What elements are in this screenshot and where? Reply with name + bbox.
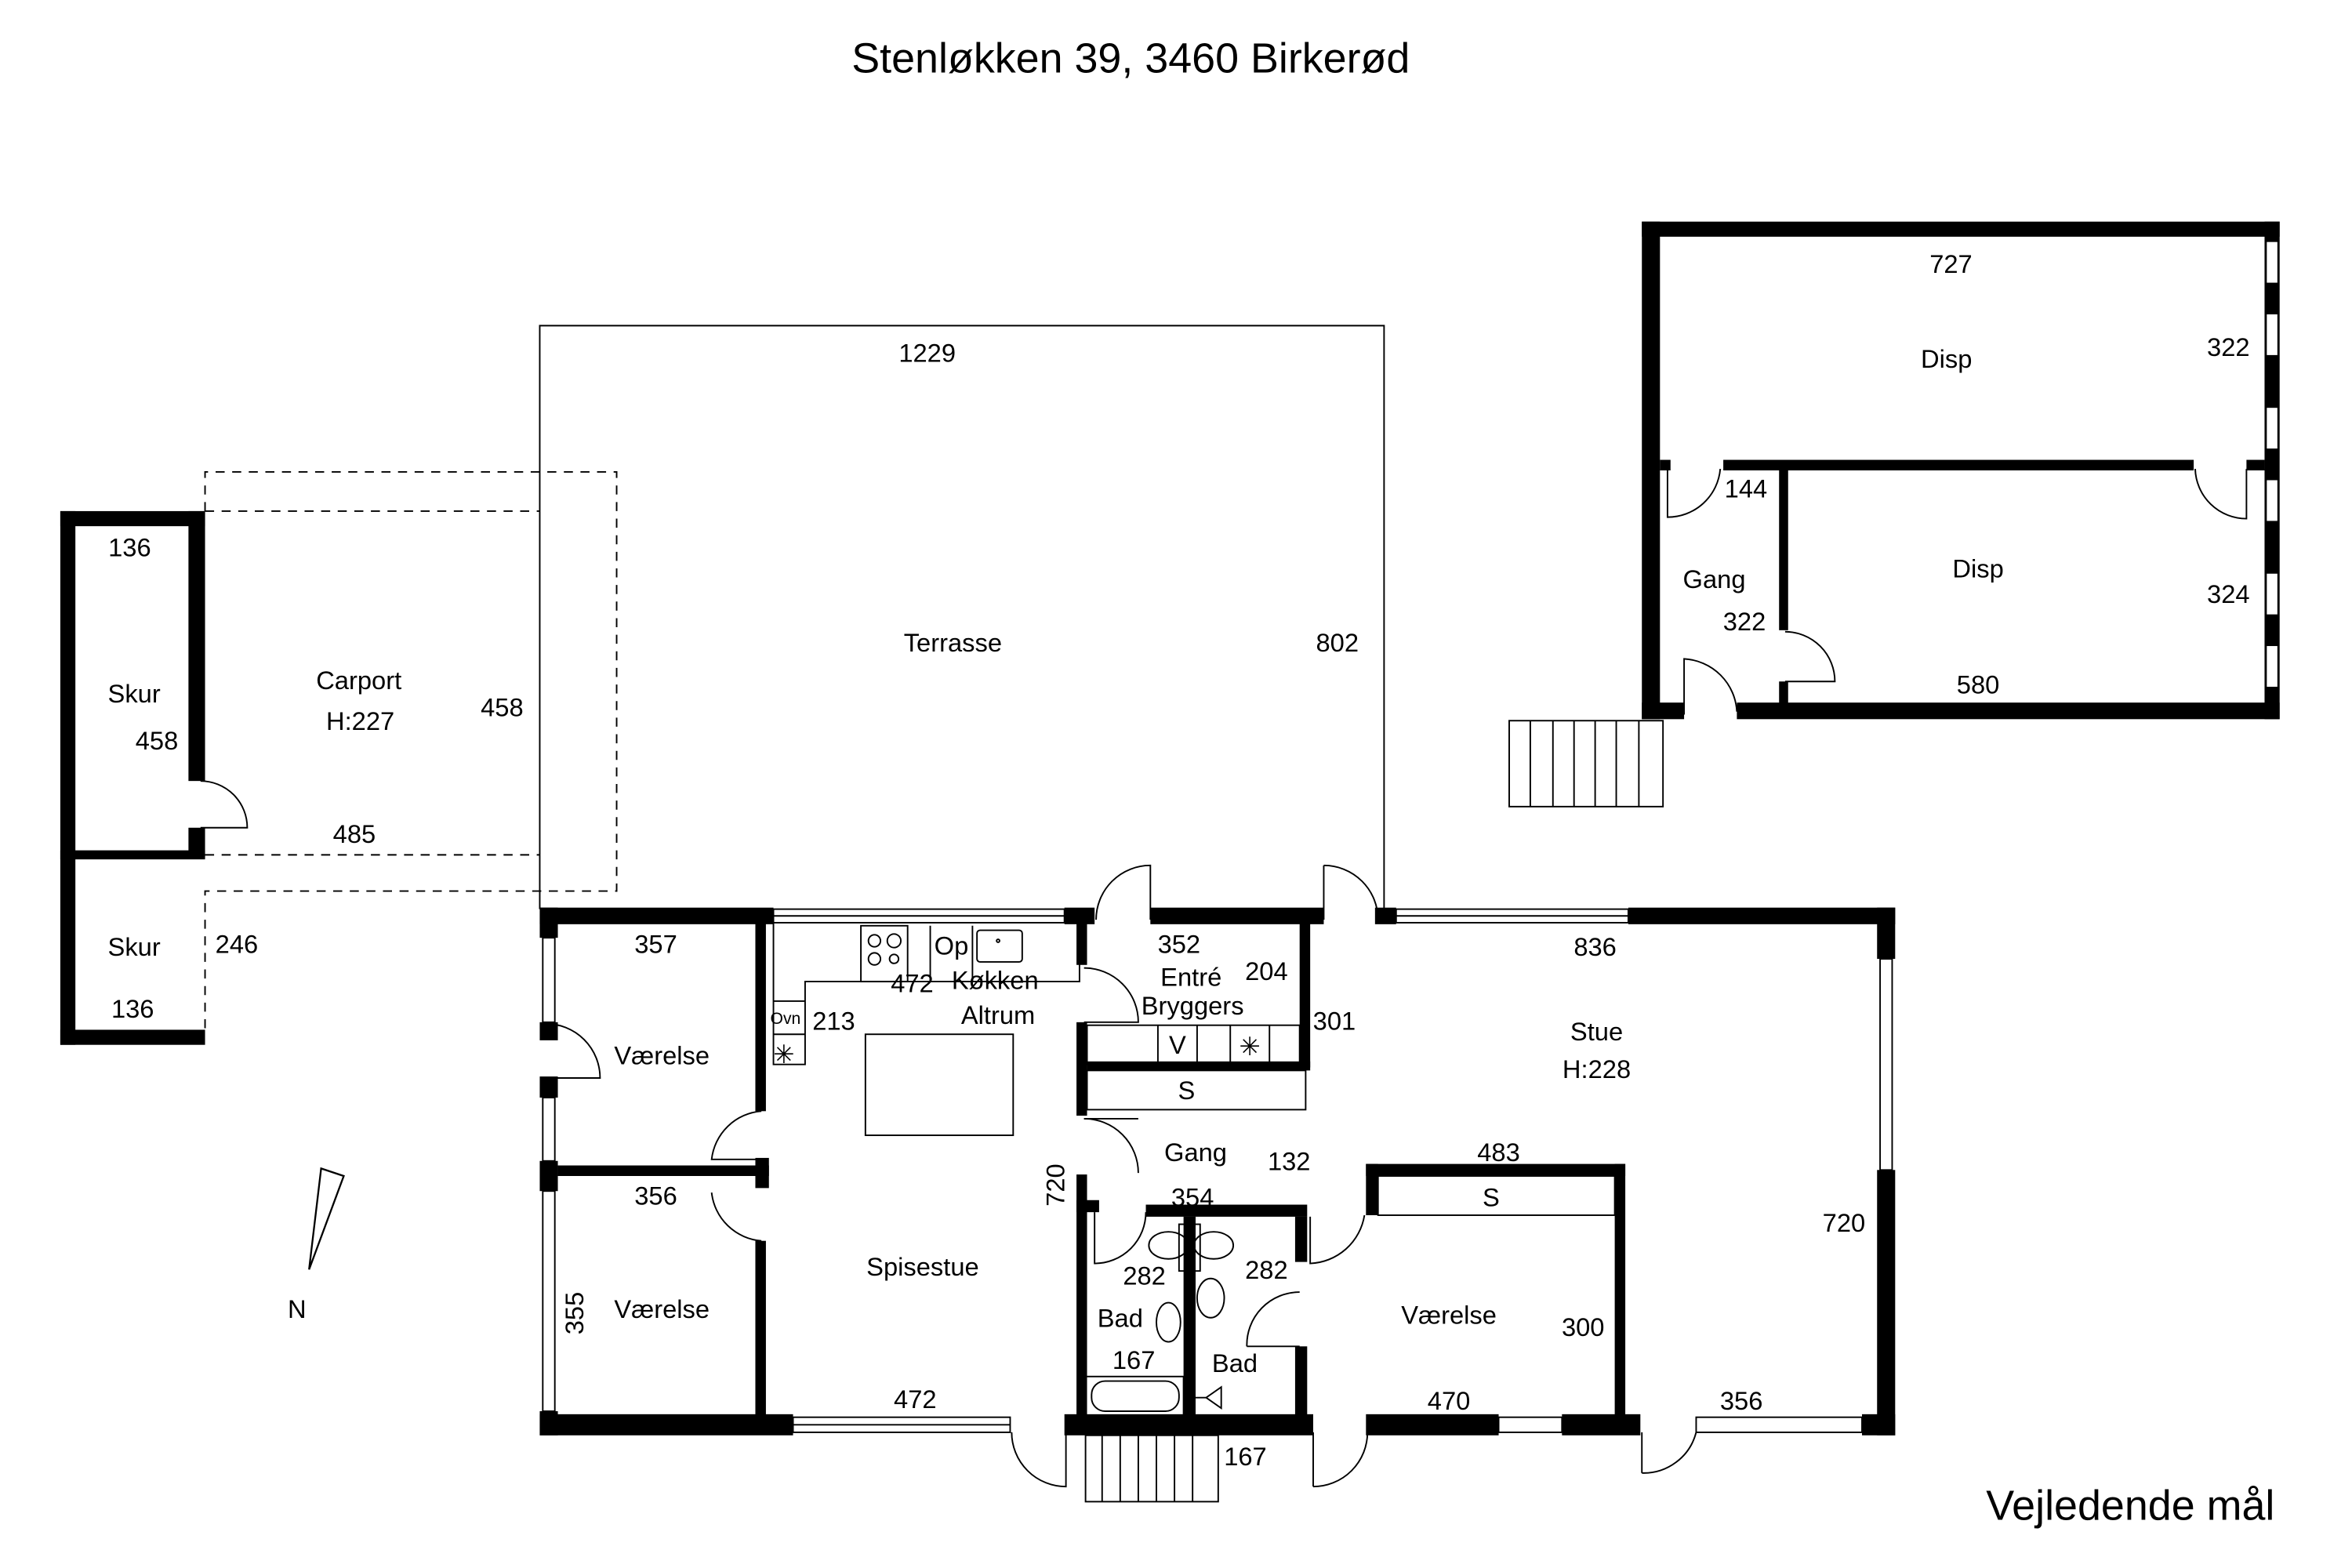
disp-bottom-depth: 324 bbox=[2207, 579, 2250, 608]
stue-label: Stue bbox=[1570, 1017, 1623, 1046]
bryggers-label: Bryggers bbox=[1142, 991, 1244, 1020]
gang-right-width: 144 bbox=[1725, 474, 1768, 503]
oven-label: Ovn bbox=[771, 1010, 801, 1028]
skur-bottom-depth: 246 bbox=[216, 929, 259, 958]
bad-1-label: Bad bbox=[1098, 1303, 1143, 1332]
entre-label: Entré bbox=[1160, 963, 1221, 992]
entre-depth: 204 bbox=[1245, 956, 1288, 985]
terrasse-label: Terrasse bbox=[904, 628, 1002, 657]
spisestue-width: 472 bbox=[894, 1385, 937, 1414]
skur-top-label: Skur bbox=[108, 679, 161, 708]
dishwasher-label: Op bbox=[935, 931, 969, 960]
spisestue-label: Spisestue bbox=[866, 1252, 979, 1281]
bad-1-width: 167 bbox=[1112, 1345, 1156, 1374]
stue-depth: 720 bbox=[1823, 1208, 1866, 1237]
entrance-stairs bbox=[1084, 1434, 1219, 1503]
outbuilding-stairs bbox=[1508, 720, 1664, 808]
vaerelse-se-closet-label: S bbox=[1483, 1182, 1500, 1211]
skur-bottom-width: 136 bbox=[111, 994, 154, 1023]
terrasse-depth: 802 bbox=[1316, 628, 1359, 657]
disp-top-label: Disp bbox=[1921, 344, 1972, 373]
carport-label: Carport bbox=[316, 666, 401, 695]
gang-width: 132 bbox=[1268, 1146, 1311, 1175]
terrasse: 1229 Terrasse 802 bbox=[539, 325, 1385, 909]
koekken-width: 472 bbox=[891, 968, 934, 997]
washer-label: V bbox=[1169, 1030, 1186, 1059]
koekken-label: Køkken bbox=[952, 966, 1039, 995]
vaerelse-sw-depth: 355 bbox=[560, 1292, 589, 1335]
north-arrow-icon bbox=[308, 1167, 345, 1270]
skur-bottom-label: Skur bbox=[108, 932, 161, 961]
disp-top-depth: 322 bbox=[2207, 332, 2250, 361]
gang-right-depth: 322 bbox=[1723, 607, 1766, 636]
koekken-depth: 213 bbox=[812, 1006, 855, 1035]
spisestue-depth: 720 bbox=[1041, 1163, 1070, 1207]
stue-bottom-width: 356 bbox=[1720, 1386, 1763, 1415]
vaerelse-se-top: 483 bbox=[1477, 1138, 1520, 1167]
page-title: Stenløkken 39, 3460 Birkerød bbox=[851, 34, 1410, 82]
vaerelse-nw-label: Værelse bbox=[614, 1041, 710, 1070]
disp-top-width: 727 bbox=[1929, 249, 1973, 278]
compass: N bbox=[288, 1167, 345, 1323]
carport-depth: 458 bbox=[481, 692, 524, 721]
bad-1-depth: 282 bbox=[1123, 1261, 1166, 1290]
vaerelse-se-width: 470 bbox=[1428, 1386, 1471, 1415]
bad-2-label: Bad bbox=[1212, 1348, 1258, 1377]
skur-top-width: 136 bbox=[108, 533, 151, 562]
disclaimer-note: Vejledende mål bbox=[1986, 1482, 2274, 1529]
stairs-width: 167 bbox=[1224, 1442, 1267, 1471]
disp-bottom-label: Disp bbox=[1952, 554, 2003, 583]
entre-closet-label: S bbox=[1178, 1076, 1196, 1105]
carport-height: H:227 bbox=[326, 706, 394, 735]
outbuilding-left: 136 Skur 458 Skur 246 136 Carport H:227 … bbox=[60, 470, 618, 1045]
entre-width: 352 bbox=[1158, 929, 1201, 958]
entre-side-dim: 301 bbox=[1313, 1006, 1356, 1035]
bad-2-depth: 282 bbox=[1245, 1255, 1288, 1284]
vaerelse-nw-width: 357 bbox=[634, 929, 677, 958]
skur-top-depth: 458 bbox=[136, 726, 179, 755]
gang-right-label: Gang bbox=[1683, 564, 1746, 593]
disp-bottom-width: 580 bbox=[1957, 670, 2000, 699]
vaerelse-sw-width: 356 bbox=[634, 1181, 677, 1210]
vaerelse-se-label: Værelse bbox=[1401, 1300, 1497, 1329]
gang-depth: 354 bbox=[1171, 1182, 1214, 1211]
stue-width: 836 bbox=[1573, 932, 1617, 961]
bryggers-fridge-icon: ✳ bbox=[1240, 1032, 1261, 1061]
carport-width: 485 bbox=[333, 819, 376, 848]
koekken-sub-label: Altrum bbox=[961, 1000, 1035, 1029]
terrasse-width: 1229 bbox=[898, 339, 956, 368]
fridge-icon: ✳ bbox=[773, 1040, 794, 1069]
gang-label: Gang bbox=[1164, 1138, 1227, 1167]
vaerelse-sw-label: Værelse bbox=[614, 1294, 710, 1323]
outbuilding-right: 727 Disp 322 144 Gang 322 Disp 324 580 bbox=[1508, 221, 2280, 808]
stue-height: H:228 bbox=[1563, 1054, 1631, 1083]
vaerelse-se-depth: 300 bbox=[1562, 1312, 1605, 1341]
main-house: ✳ ✳ bbox=[539, 864, 1896, 1503]
compass-label: N bbox=[288, 1294, 307, 1323]
